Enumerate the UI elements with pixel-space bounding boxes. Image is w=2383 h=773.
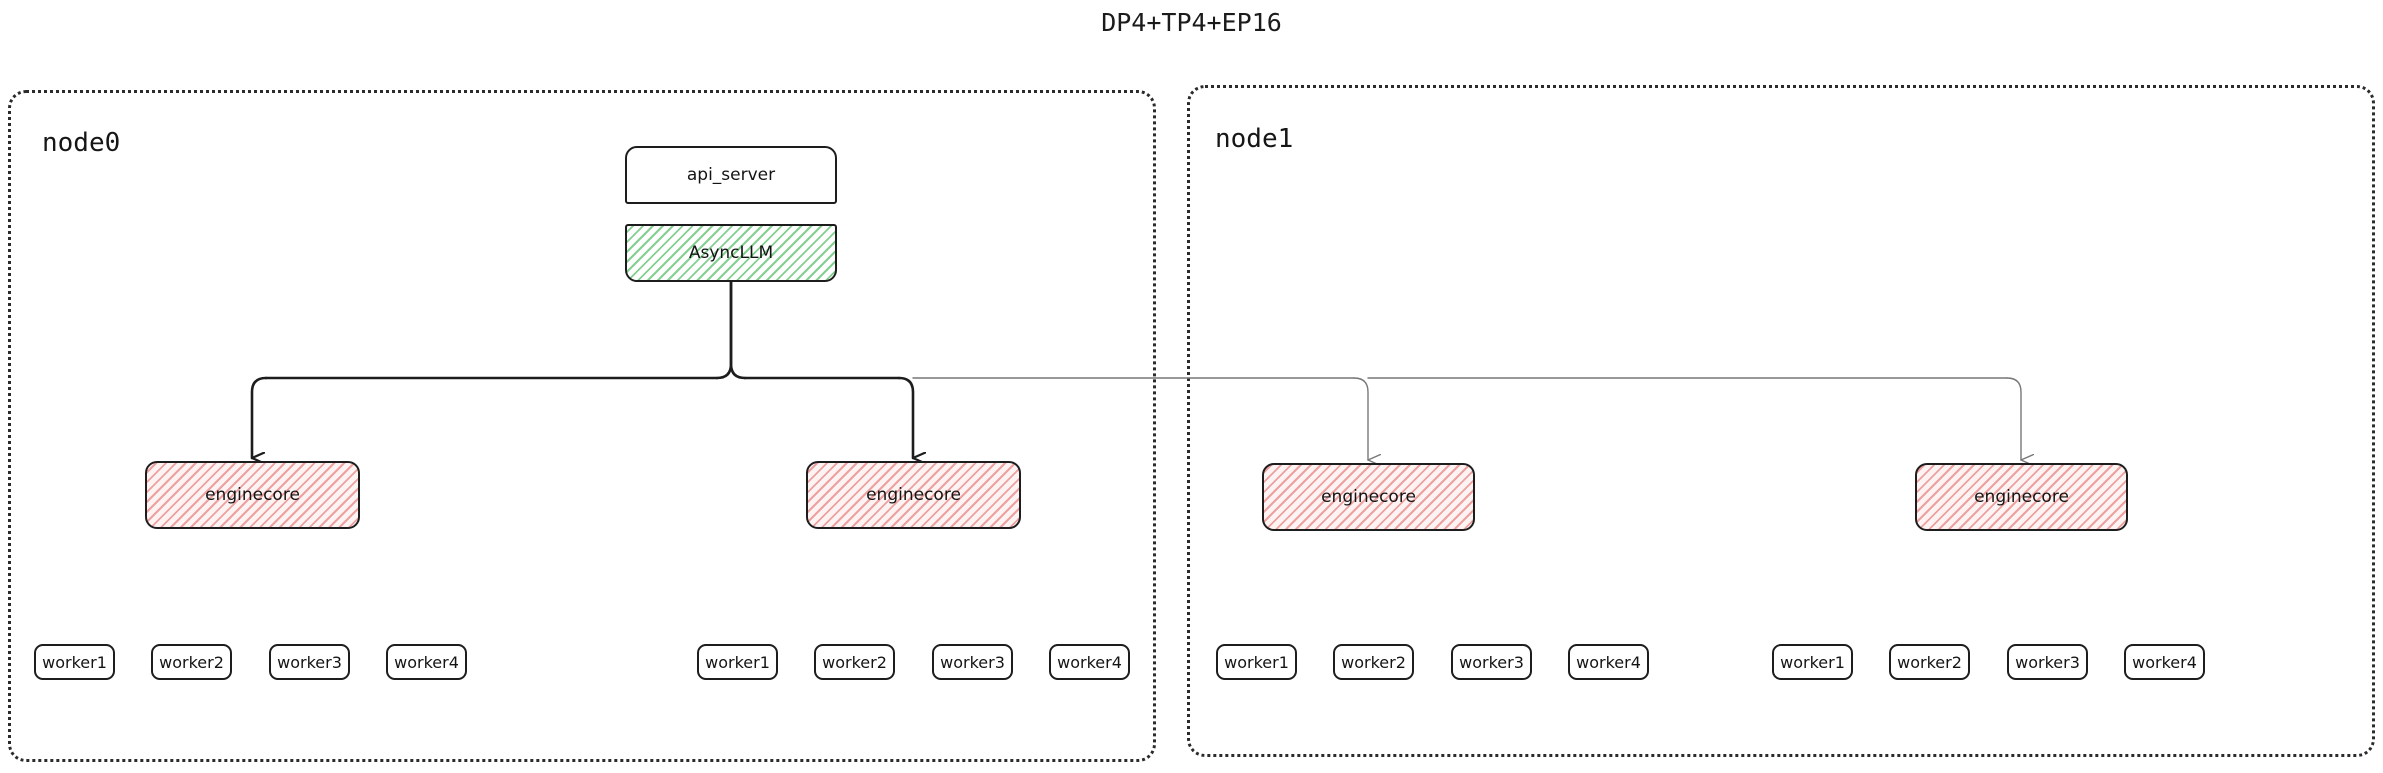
worker-box-label: worker2 [1897,652,1962,672]
node-container-node0 [8,90,1156,762]
async-llm-box[interactable]: AsyncLLM [625,224,837,282]
worker-box[interactable]: worker1 [34,644,115,680]
async-llm-box-label: AsyncLLM [688,243,774,263]
worker-box[interactable]: worker3 [932,644,1013,680]
worker-box[interactable]: worker1 [1216,644,1297,680]
enginecore-box-label: enginecore [866,485,961,505]
worker-box[interactable]: worker4 [1568,644,1649,680]
worker-box[interactable]: worker2 [1333,644,1414,680]
worker-box-label: worker3 [1459,652,1524,672]
worker-box-label: worker1 [1224,652,1289,672]
worker-box[interactable]: worker1 [1772,644,1853,680]
worker-box-label: worker2 [822,652,887,672]
worker-box[interactable]: worker2 [1889,644,1970,680]
worker-box[interactable]: worker4 [386,644,467,680]
node-label-node0: node0 [42,128,121,158]
worker-box-label: worker2 [1341,652,1406,672]
worker-box[interactable]: worker4 [2124,644,2205,680]
page-title: DP4+TP4+EP16 [1101,8,1282,37]
worker-box[interactable]: worker3 [269,644,350,680]
worker-box-label: worker4 [2132,652,2197,672]
worker-box-label: worker4 [1057,652,1122,672]
worker-box[interactable]: worker2 [814,644,895,680]
worker-box-label: worker1 [705,652,770,672]
enginecore-box-label: enginecore [1974,487,2069,507]
enginecore-box[interactable]: enginecore [145,461,360,529]
enginecore-box-label: enginecore [1321,487,1416,507]
worker-box[interactable]: worker1 [697,644,778,680]
node-label-node1: node1 [1215,124,1294,154]
worker-box-label: worker3 [277,652,342,672]
enginecore-box[interactable]: enginecore [806,461,1021,529]
worker-box-label: worker1 [1780,652,1845,672]
enginecore-box[interactable]: enginecore [1915,463,2128,531]
worker-box[interactable]: worker4 [1049,644,1130,680]
api-server-box-label: api_server [686,165,776,185]
worker-box-label: worker3 [2015,652,2080,672]
api-server-box[interactable]: api_server [625,146,837,204]
worker-box-label: worker3 [940,652,1005,672]
worker-box-label: worker1 [42,652,107,672]
worker-box-label: worker2 [159,652,224,672]
node-container-node1 [1187,85,2375,757]
worker-box-label: worker4 [1576,652,1641,672]
worker-box[interactable]: worker3 [1451,644,1532,680]
enginecore-box[interactable]: enginecore [1262,463,1475,531]
worker-box[interactable]: worker3 [2007,644,2088,680]
worker-box-label: worker4 [394,652,459,672]
worker-box[interactable]: worker2 [151,644,232,680]
enginecore-box-label: enginecore [205,485,300,505]
